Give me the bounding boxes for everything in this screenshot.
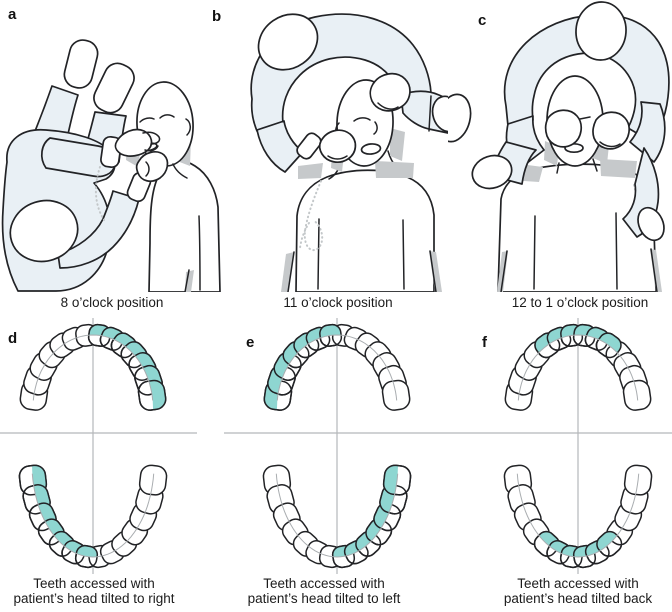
arch-guide-line bbox=[31, 473, 155, 558]
panel-label-d: d bbox=[8, 330, 18, 347]
arch-guide-line bbox=[275, 473, 399, 558]
dentist-head bbox=[575, 1, 627, 61]
chair-edge bbox=[281, 252, 294, 292]
dentist-hand bbox=[544, 109, 583, 148]
dentist-head bbox=[257, 13, 319, 71]
panel-a-illustration bbox=[1, 39, 221, 292]
panel-label-f: f bbox=[482, 334, 487, 351]
chair-back bbox=[600, 159, 637, 178]
dentist-hand bbox=[135, 151, 169, 183]
panel-label-a: a bbox=[8, 6, 17, 23]
arch-guide-line bbox=[517, 334, 639, 401]
dentist-arm bbox=[256, 120, 304, 173]
dotted-leg-outline bbox=[94, 166, 105, 221]
nose bbox=[373, 121, 378, 135]
panel-label-c: c bbox=[478, 12, 487, 29]
dentist-shoe bbox=[93, 62, 135, 114]
dotted-leg-outline bbox=[303, 180, 324, 251]
dentist-hand bbox=[592, 111, 630, 150]
upper-arch bbox=[504, 323, 652, 411]
dentist-shoe bbox=[63, 39, 99, 89]
panel-c-illustration bbox=[448, 1, 670, 292]
highlighted-tooth-area bbox=[279, 338, 313, 372]
panel-e-arch-diagram bbox=[224, 318, 448, 574]
highlighted-tooth-area bbox=[117, 338, 151, 372]
panel-caption-f: Teeth accessed with patient’s head tilte… bbox=[503, 576, 653, 606]
dotted-leg-outline bbox=[299, 222, 310, 249]
dentist-hand bbox=[431, 95, 448, 133]
closed-eyes bbox=[139, 114, 175, 123]
panel-caption-a: 8 o’clock position bbox=[60, 295, 164, 310]
dentist-arm bbox=[629, 101, 666, 163]
upper-arch bbox=[262, 323, 411, 412]
chair-back bbox=[375, 161, 414, 178]
sleeve-cuff bbox=[296, 132, 322, 160]
arch-guide-line bbox=[276, 334, 398, 401]
upper-arch bbox=[19, 323, 168, 412]
panel-caption-c: 12 to 1 o’clock position bbox=[511, 295, 649, 310]
dentist-hand bbox=[318, 129, 357, 164]
open-mouth bbox=[360, 143, 382, 155]
panel-b-illustration bbox=[250, 13, 448, 292]
panel-d-arch-diagram bbox=[0, 318, 197, 574]
dentist-head bbox=[9, 199, 79, 263]
lower-arch bbox=[503, 464, 653, 569]
closed-eye bbox=[579, 116, 591, 120]
arch-guide-line bbox=[516, 473, 640, 558]
panel-f-arch-diagram bbox=[448, 318, 672, 574]
dentist-figure bbox=[471, 1, 670, 242]
dentist-figure bbox=[1, 39, 169, 292]
ear bbox=[185, 118, 191, 136]
dentist-hand bbox=[471, 154, 513, 190]
arch-guide-line bbox=[32, 334, 154, 401]
chair-back bbox=[298, 163, 323, 179]
panel-label-e: e bbox=[246, 334, 255, 351]
patient-figure bbox=[281, 128, 442, 292]
panel-caption-e: Teeth accessed with patient’s head tilte… bbox=[247, 576, 401, 606]
dentist-hand bbox=[369, 72, 411, 112]
lower-arch bbox=[18, 464, 168, 569]
lower-arch bbox=[262, 464, 412, 569]
headrest bbox=[390, 128, 405, 161]
adjacent-hand bbox=[448, 93, 472, 143]
dentist-hands-group bbox=[256, 13, 411, 173]
panel-caption-d: Teeth accessed with patient’s head tilte… bbox=[13, 576, 175, 606]
closed-eye bbox=[353, 117, 371, 122]
panel-label-b: b bbox=[212, 8, 222, 25]
panel-caption-b: 11 o’clock position bbox=[283, 295, 393, 310]
dentist-shoe bbox=[637, 206, 665, 242]
